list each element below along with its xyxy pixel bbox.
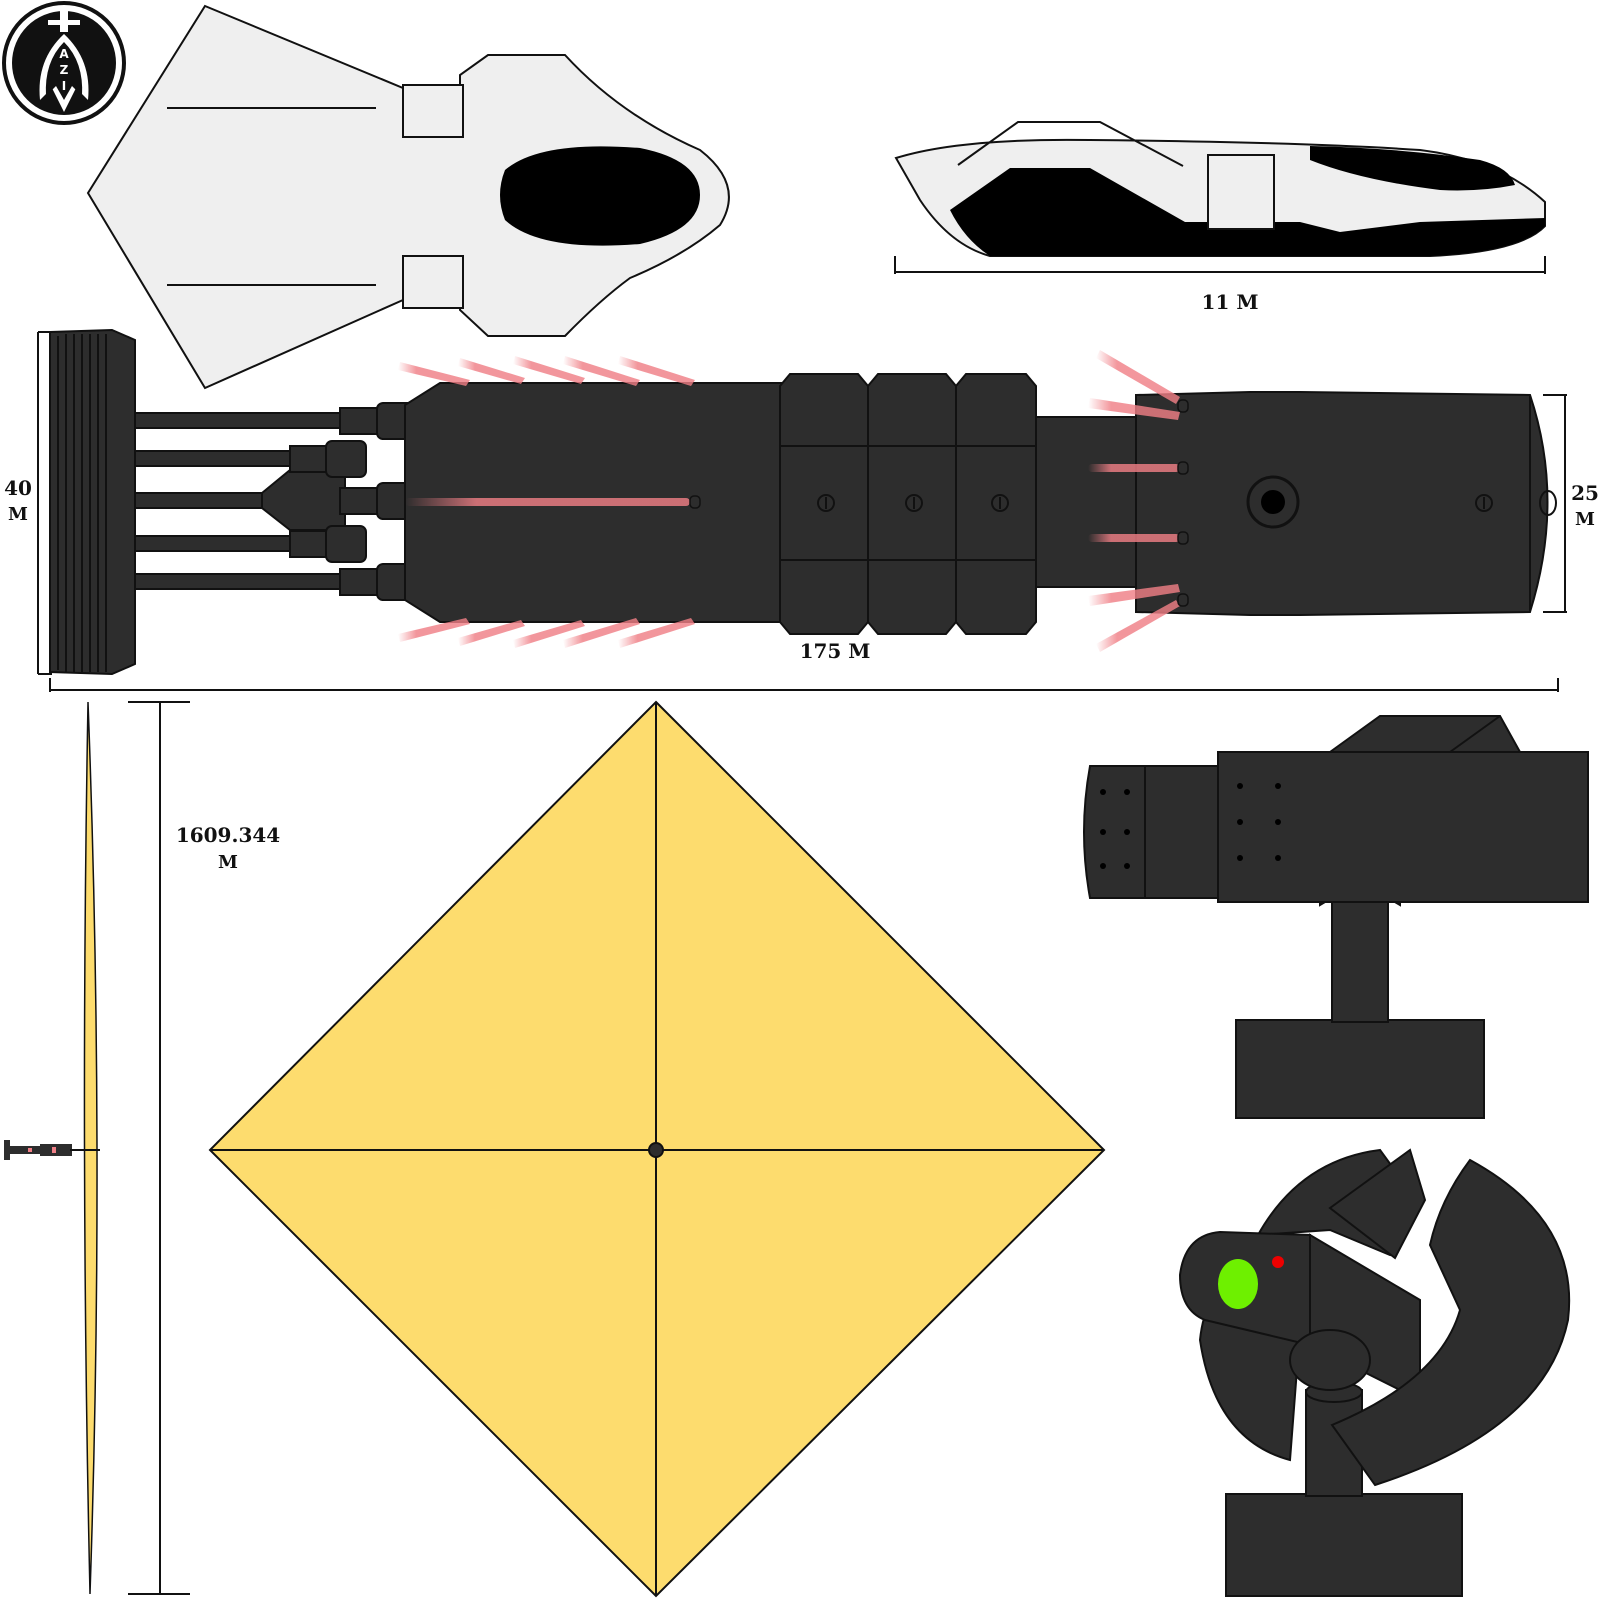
shuttle-length-dimension: 11 M <box>894 256 1546 314</box>
ship-height-value: 40 <box>4 476 32 500</box>
shuttle-side-view <box>894 121 1546 257</box>
ship-height-dimension: 40 M <box>4 331 52 675</box>
sail-span-value: 1609.344 <box>176 823 280 847</box>
probe-perspective-view <box>1178 1148 1571 1597</box>
ship-body-height-unit: M <box>1575 509 1595 530</box>
azi-logo: A Z I <box>2 1 126 125</box>
ship-body-height-dimension: 25 M <box>1543 394 1599 613</box>
ship-height-unit: M <box>8 504 28 525</box>
sensor-red-light <box>1272 1256 1284 1268</box>
main-ship-side-view <box>49 328 1557 676</box>
sail-span-unit: M <box>218 852 238 873</box>
svg-text:A: A <box>59 47 69 61</box>
probe-side-view <box>1083 715 1589 1119</box>
sail-face-view <box>208 700 1106 1598</box>
sensor-green-lens <box>1218 1259 1258 1309</box>
ship-length-label: 175 M <box>800 639 871 663</box>
ship-length-dimension: 175 M <box>49 639 1559 692</box>
shuttle-length-label: 11 M <box>1202 290 1259 314</box>
svg-text:Z: Z <box>60 63 69 77</box>
shuttle-top-view <box>86 4 730 390</box>
sail-edge-view <box>4 701 100 1595</box>
svg-text:I: I <box>62 79 66 93</box>
ship-body-height-value: 25 <box>1571 481 1599 505</box>
sail-span-dimension: 1609.344 M <box>128 701 280 1595</box>
